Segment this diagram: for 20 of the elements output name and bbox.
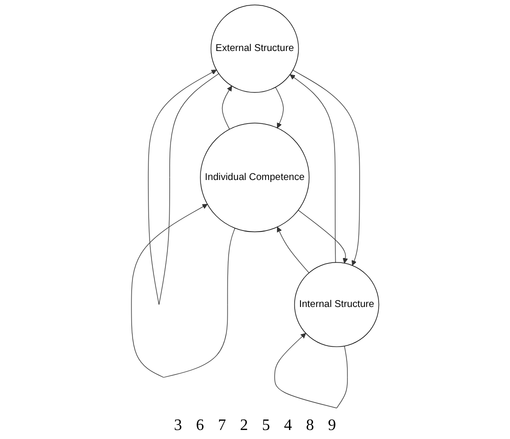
arrow bbox=[276, 226, 310, 274]
arrow bbox=[148, 70, 219, 305]
node-circle: Individual Competence bbox=[200, 122, 310, 232]
node-circle: Internal Structure bbox=[294, 262, 379, 348]
region-number: 3 bbox=[174, 417, 182, 435]
region-number: 2 bbox=[240, 417, 248, 435]
region-number: 5 bbox=[262, 417, 270, 435]
arrow bbox=[292, 70, 360, 266]
region-number: 8 bbox=[306, 417, 314, 435]
region-number: 7 bbox=[218, 417, 226, 435]
arrow bbox=[222, 86, 232, 130]
region-number: 4 bbox=[284, 417, 292, 435]
region-number: 9 bbox=[328, 417, 336, 435]
arrow bbox=[274, 333, 348, 408]
node-circle: External Structure bbox=[210, 4, 299, 93]
arrow bbox=[130, 204, 236, 378]
arrow bbox=[290, 74, 336, 263]
arrow bbox=[298, 210, 348, 264]
arrow bbox=[275, 86, 284, 128]
region-number: 6 bbox=[196, 417, 204, 435]
